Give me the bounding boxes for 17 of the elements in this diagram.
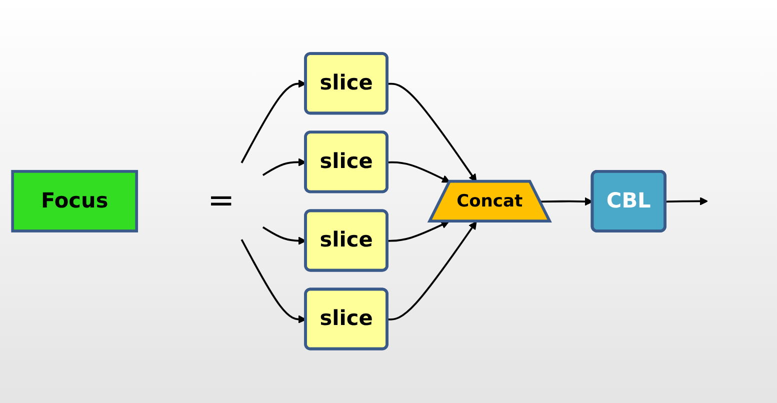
arrow [240,239,306,324]
focus-box: Focus [11,170,138,233]
cbl-box: CBL [590,170,666,233]
slice-box: slice [304,288,388,351]
slice-box: slice [304,210,388,272]
concat-trapezoid: Concat [427,180,552,223]
slice-box: slice [304,131,388,194]
arrow [262,158,306,176]
arrow [388,221,477,321]
arrow [388,221,450,242]
arrow [388,83,477,182]
arrow [388,162,450,183]
slice-box: slice [304,52,388,115]
arrow [665,197,708,206]
equals-sign: = [208,182,235,220]
arrow [240,80,306,164]
arrow [262,226,306,246]
